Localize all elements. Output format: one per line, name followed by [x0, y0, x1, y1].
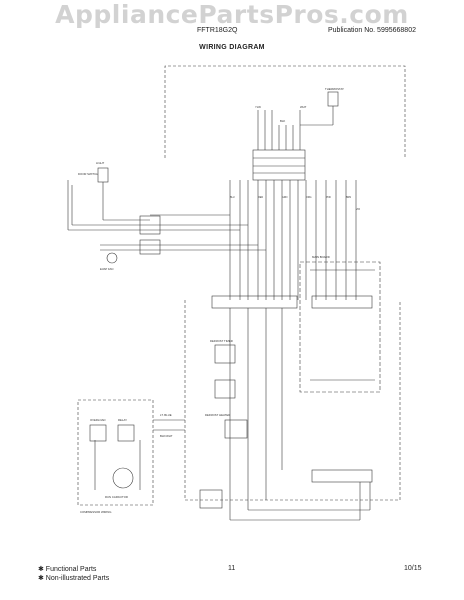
upper-enclosure	[164, 65, 406, 158]
label-red: RED	[258, 196, 263, 199]
diagram-labels: YLW BLK WHT THERMOSTAT BLU RED GRN ORG P…	[78, 87, 360, 514]
label-blk-wht: BLK/WHT	[160, 434, 173, 438]
label-brn: BRN	[346, 196, 351, 199]
footer-date: 10/15	[404, 565, 422, 572]
label-defrost-heater: DEFROST HEATER	[205, 413, 230, 417]
label-blu: BLU	[230, 196, 235, 199]
label-wht: WHT	[300, 105, 307, 109]
label-org: ORG	[306, 196, 312, 199]
label-light: LIGHT	[96, 161, 105, 165]
label-compressor: COMPRESSOR WIRING	[80, 510, 111, 514]
label-defrost-timer: DEFROST TIMER	[210, 339, 233, 343]
left-connector-2	[139, 239, 161, 255]
label-main-board: MAIN BOARD	[312, 255, 330, 259]
label-overload: OVERLOAD	[90, 418, 106, 422]
compressor-box	[77, 399, 154, 506]
publication-value: 5995668802	[377, 27, 416, 34]
relay-block-4	[199, 489, 223, 509]
main-board-lower	[311, 469, 373, 483]
footer-functional-parts: ✱ Functional Parts	[38, 566, 97, 573]
relay-block-3	[224, 419, 248, 439]
freezer-enclosure	[184, 300, 401, 501]
relay-block-2	[214, 379, 236, 399]
page-title: WIRING DIAGRAM	[199, 44, 265, 51]
watermark-text: AppliancePartsPros.com	[55, 0, 409, 29]
top-thermostat	[327, 91, 339, 107]
label-thermostat: THERMOSTAT	[325, 87, 344, 91]
model-number: FFTR18G2Q	[197, 27, 238, 34]
label-blk: BLK	[280, 119, 285, 123]
publication-label: Publication No.	[328, 27, 376, 34]
relay-block	[214, 344, 236, 364]
main-board	[299, 261, 381, 393]
label-lt-blue: LT. BLUE	[160, 413, 172, 417]
footer-non-illustrated: ✱ Non-illustrated Parts	[38, 575, 110, 582]
overload	[89, 424, 107, 442]
publication-number: Publication No. 5995668802	[328, 27, 416, 34]
fan-motor	[106, 252, 118, 264]
compressor-motor	[112, 467, 134, 489]
label-vio: VIO	[356, 208, 360, 211]
main-board-upper	[211, 295, 298, 309]
label-door-switch: DOOR SWITCH	[78, 172, 98, 176]
label-ylw: YLW	[255, 105, 261, 109]
label-pnk: PNK	[326, 196, 331, 199]
left-switch	[97, 167, 109, 183]
label-relay: RELAY	[118, 418, 127, 422]
label-evap-fan: EVAP FAN	[100, 267, 113, 271]
left-connector	[139, 215, 161, 235]
top-connector	[252, 149, 306, 181]
relay	[117, 424, 135, 442]
diagram-wires	[67, 65, 406, 521]
label-grn: GRN	[282, 196, 288, 199]
footer-page-number: 11	[228, 565, 236, 572]
main-board-upper-2	[311, 295, 373, 309]
label-run-cap: RUN CAPACITOR	[105, 495, 128, 499]
